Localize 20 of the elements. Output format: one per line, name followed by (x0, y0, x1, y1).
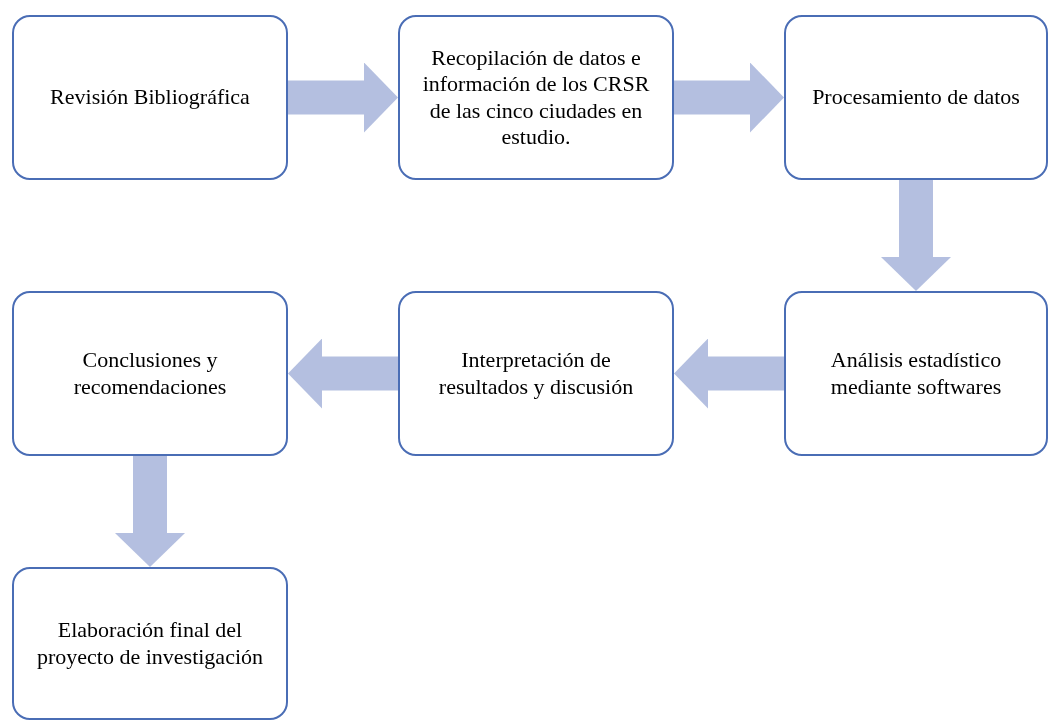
block-arrow (288, 62, 398, 133)
box-label: Análisis estadístico mediante softwares (829, 347, 1003, 400)
process-box (12, 15, 288, 180)
process-box (12, 291, 288, 456)
box-label: Conclusiones y recomendaciones (72, 347, 228, 400)
box-label: Revisión Bibliográfica (50, 84, 250, 111)
process-box (784, 15, 1048, 180)
block-arrow (881, 180, 951, 291)
box-label: Elaboración final del proyecto de investigación (36, 617, 264, 670)
box-label: Interpretación de resultados y discusión (437, 347, 635, 400)
process-box (398, 291, 674, 456)
block-arrow (288, 338, 398, 409)
block-arrow (674, 338, 784, 409)
block-arrow (115, 456, 185, 567)
block-arrow (674, 62, 784, 133)
process-box (12, 567, 288, 720)
box-label: Recopilación de datos e información de los CRSR de las cinco ciudades en estudio. (422, 44, 650, 151)
process-box (784, 291, 1048, 456)
process-box (398, 15, 674, 180)
box-label: Procesamiento de datos (812, 84, 1020, 111)
